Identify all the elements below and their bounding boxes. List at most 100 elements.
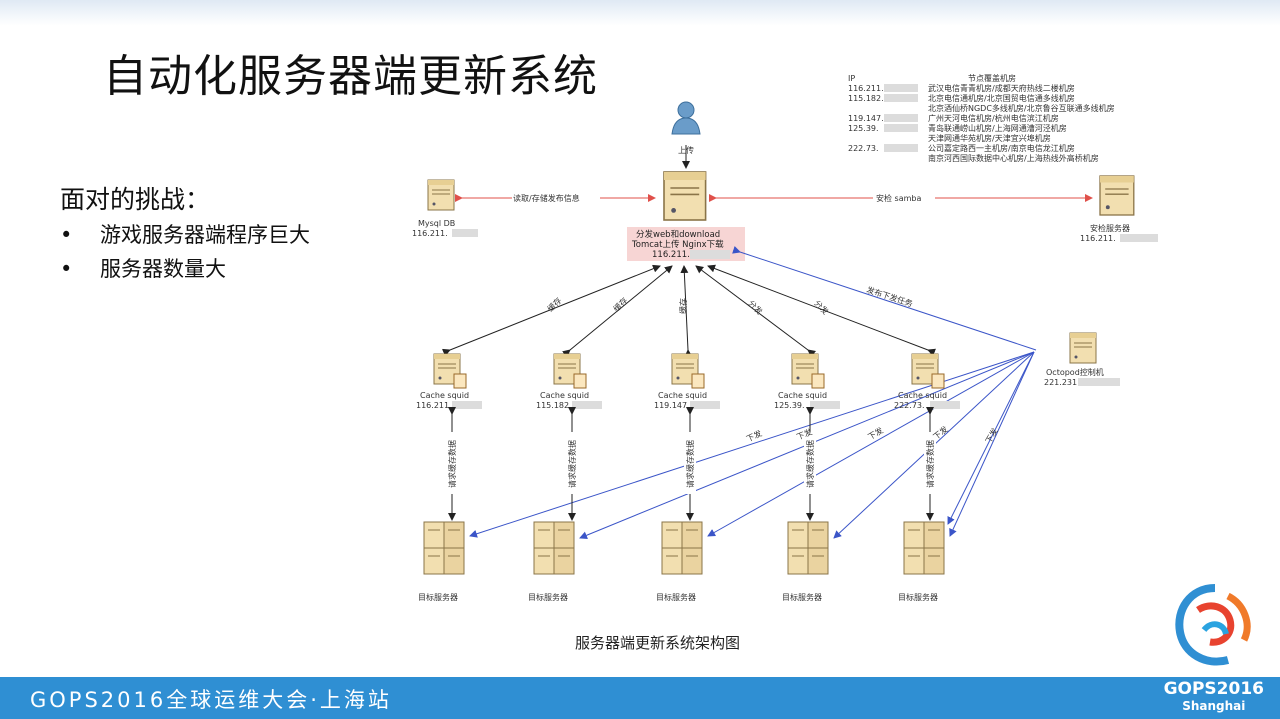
- cache-squid-server: [912, 354, 944, 388]
- cache-squid-server: [792, 354, 824, 388]
- cache-edge: [680, 265, 693, 358]
- cache-edge-label: 分发: [812, 298, 830, 316]
- request-edge-label: 请求缓存数据: [567, 440, 577, 488]
- security-ip: 116.211.: [1080, 234, 1116, 243]
- table-header-ip: IP: [848, 74, 855, 83]
- dispatch-edge: [947, 351, 1035, 525]
- table-header-room: 节点覆盖机房: [968, 73, 1016, 83]
- table-row-ip: 125.39.: [848, 124, 879, 133]
- diagram-caption: 服务器端更新系统架构图: [575, 634, 741, 652]
- request-edge-label: 请求缓存数据: [925, 440, 935, 488]
- target-label: 目标服务器: [898, 592, 938, 602]
- target-server-stack: [787, 521, 829, 575]
- ip-redaction: [930, 401, 960, 409]
- cache-label: Cache squid: [420, 391, 469, 400]
- top-gradient-band: [0, 0, 1280, 26]
- footer-bar: GOPS2016全球运维大会·上海站 GOPS2016 Shanghai: [0, 677, 1280, 719]
- mysql-label: Mysql DB: [418, 219, 455, 228]
- ip-redaction: [1078, 378, 1120, 386]
- cache-label: Cache squid: [898, 391, 947, 400]
- table-row-room: 公司嘉定路西一主机房/南京电信龙江机房: [928, 143, 1075, 153]
- target-server-stack: [423, 521, 465, 575]
- mysql-server: [427, 179, 455, 211]
- security-edge-label: 安检 samba: [876, 193, 921, 203]
- table-row-ip: 119.147.: [848, 114, 884, 123]
- dispatch-edge-label: 下发: [866, 425, 885, 442]
- target-server-stack: [661, 521, 703, 575]
- dispatch-edge: [707, 351, 1035, 537]
- mysql-ip: 116.211.: [412, 229, 448, 238]
- octopod-ip: 221.231.: [1044, 378, 1080, 387]
- octopod-label: Octopod控制机: [1046, 367, 1104, 377]
- target-server-stack: [903, 521, 945, 575]
- octopod-server: [1069, 332, 1097, 364]
- cache-ip: 119.147.: [654, 401, 690, 410]
- table-row-room: 广州天河电信机房/杭州电信滨江机房: [928, 113, 1059, 123]
- ip-redaction: [690, 401, 720, 409]
- label-bg: [804, 432, 816, 494]
- cache-ip: 115.182.: [536, 401, 572, 410]
- slide-title: 自动化服务器端更新系统: [103, 51, 598, 102]
- table-row-room: 天津网通华苑机房/天津宜兴埠机房: [928, 133, 1051, 143]
- ip-redaction: [884, 94, 918, 102]
- center-label-1: 分发web和download: [636, 229, 720, 240]
- security-label: 安检服务器: [1090, 223, 1130, 233]
- distribution-server: [663, 171, 707, 221]
- table-row-room: 北京电信通机房/北京国贸电信通多线机房: [928, 93, 1075, 103]
- brand-line-1: GOPS2016: [1163, 679, 1264, 699]
- ip-redaction: [810, 401, 840, 409]
- challenge-heading: 面对的挑战：: [60, 185, 211, 214]
- footer-event-title: GOPS2016全球运维大会·上海站: [30, 688, 392, 712]
- target-label: 目标服务器: [782, 592, 822, 602]
- security-server: [1099, 175, 1135, 216]
- table-rows: 116.211. 武汉电信青青机房/成都天府热线二楼机房 115.182. 北京电信通…: [848, 83, 1115, 163]
- request-edge-label: 请求缓存数据: [447, 440, 457, 488]
- mysql-edge-label: 读取/存储发布信息: [513, 193, 580, 203]
- label-bg: [684, 432, 696, 494]
- dispatch-edge: [949, 351, 1035, 537]
- target-label: 目标服务器: [418, 592, 458, 602]
- table-row-room: 北京酒仙桥NGDC多线机房/北京鲁谷互联通多线机房: [928, 103, 1115, 113]
- ip-redaction: [884, 84, 918, 92]
- ip-redaction: [884, 114, 918, 122]
- table-row-room: 青岛联通崂山机房/上海网通漕河泾机房: [928, 123, 1067, 133]
- request-edge-label: 请求缓存数据: [805, 440, 815, 488]
- center-ip: 116.211.: [652, 250, 690, 260]
- ip-redaction: [884, 124, 918, 132]
- brand-line-2: Shanghai: [1182, 699, 1246, 713]
- challenge-item: •服务器数量大: [60, 257, 226, 281]
- ip-redaction: [690, 250, 730, 259]
- octopod-edge-label: 发布下发任务: [865, 284, 914, 308]
- footer-brand: GOPS2016 Shanghai: [1164, 679, 1264, 713]
- ip-redaction: [884, 144, 918, 152]
- cache-edge: [562, 265, 673, 358]
- table-row-ip: 115.182.: [848, 94, 884, 103]
- table-row-room: 南京河西国际数据中心机房/上海热线外高桥机房: [928, 153, 1099, 163]
- table-row-ip: 116.211.: [848, 84, 884, 93]
- cache-edge-label: 分发: [746, 298, 764, 316]
- cache-label: Cache squid: [540, 391, 589, 400]
- cache-ip: 125.39.: [774, 401, 805, 410]
- challenge-list: •游戏服务器端程序巨大 •服务器数量大: [60, 218, 310, 286]
- target-label: 目标服务器: [528, 592, 568, 602]
- ip-redaction: [452, 401, 482, 409]
- center-label-2: Tomcat上传 Nginx下载: [631, 239, 724, 250]
- cache-ip: 222.73.: [894, 401, 925, 410]
- cache-label: Cache squid: [658, 391, 707, 400]
- cache-squid-server: [554, 354, 586, 388]
- node-coverage-table: IP 节点覆盖机房 116.211. 武汉电信青青机房/成都天府热线二楼机房 115…: [848, 73, 1115, 163]
- label-bg: [924, 432, 936, 494]
- label-bg: [446, 432, 458, 494]
- ip-redaction: [452, 229, 478, 237]
- request-edge-label: 请求缓存数据: [685, 440, 695, 488]
- cache-squid-server: [434, 354, 466, 388]
- user-icon: [671, 101, 701, 135]
- table-row-room: 武汉电信青青机房/成都天府热线二楼机房: [928, 83, 1075, 93]
- cache-ip: 116.211.: [416, 401, 452, 410]
- cache-squid-server: [672, 354, 704, 388]
- target-server-stack: [533, 521, 575, 575]
- table-row-ip: 222.73.: [848, 144, 879, 153]
- ip-redaction: [572, 401, 602, 409]
